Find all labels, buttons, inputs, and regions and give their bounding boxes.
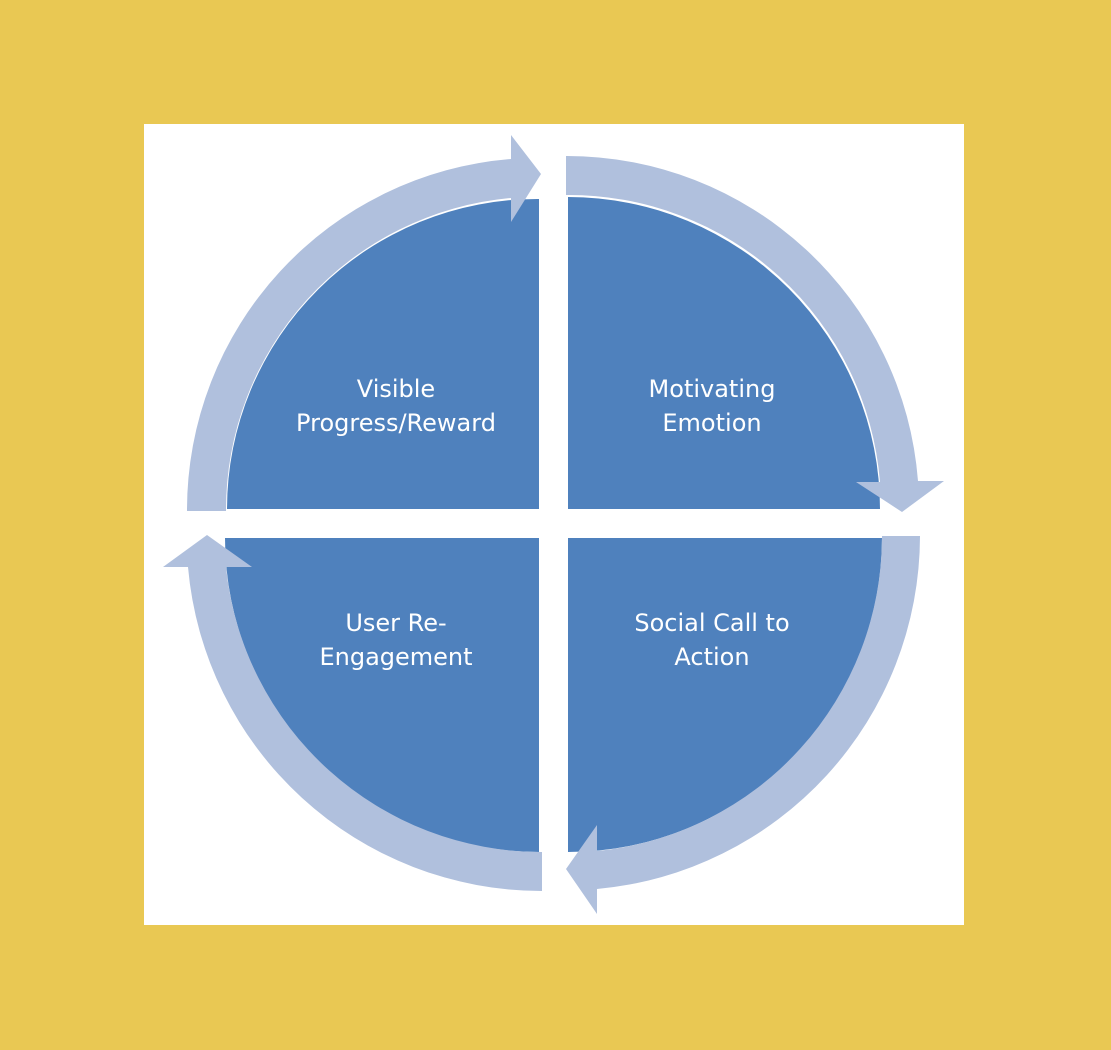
quadrant-bottom-left <box>225 538 539 852</box>
label-top-right: Motivating Emotion <box>582 372 842 440</box>
label-bottom-right-line-2: Action <box>674 643 750 671</box>
quadrant-top-left <box>227 198 539 510</box>
label-top-left: Visible Progress/Reward <box>266 372 526 440</box>
arrow-bottom-left <box>163 535 542 892</box>
arrow-top-right <box>566 155 944 512</box>
label-bottom-left-line-1: User Re- <box>345 609 447 637</box>
arrow-bottom-right <box>566 536 920 914</box>
label-top-right-line-2: Emotion <box>662 409 762 437</box>
label-bottom-right: Social Call to Action <box>582 606 842 674</box>
label-top-left-line-1: Visible <box>356 375 436 403</box>
arrow-top-left <box>186 135 541 511</box>
label-top-left-line-2: Progress/Reward <box>296 409 496 437</box>
label-top-right-line-1: Motivating <box>648 375 776 403</box>
label-bottom-left: User Re- Engagement <box>266 606 526 674</box>
quadrant-top-right <box>568 197 880 509</box>
label-bottom-right-line-1: Social Call to <box>634 609 790 637</box>
label-bottom-left-line-2: Engagement <box>319 643 473 671</box>
quadrant-bottom-right <box>568 538 882 852</box>
diagram-card <box>144 124 964 925</box>
